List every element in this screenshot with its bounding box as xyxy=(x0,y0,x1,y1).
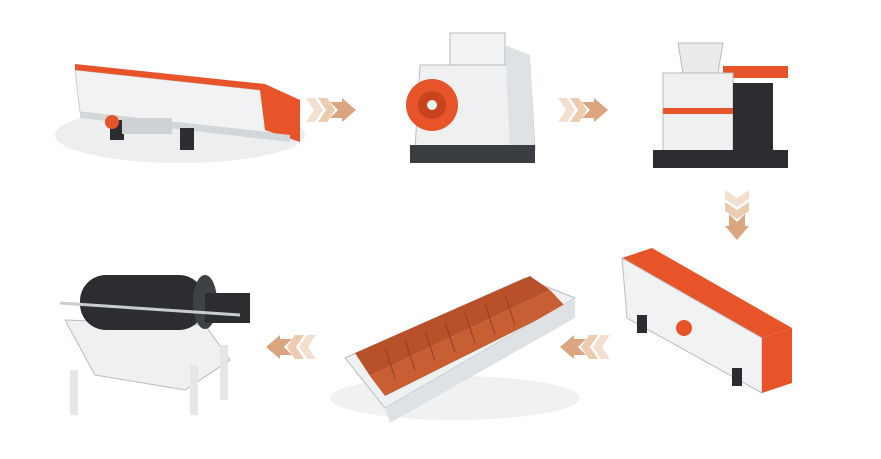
arrow-right-icon xyxy=(306,98,356,122)
jaw-crusher xyxy=(400,25,540,170)
vibrating-screen-icon xyxy=(621,248,792,394)
arrow-right-icon xyxy=(558,98,608,122)
spiral-sand-washer-icon xyxy=(330,276,580,423)
spiral-sand-washer xyxy=(325,258,585,428)
arrow-down-icon xyxy=(725,190,749,240)
sand-making-machine xyxy=(648,38,793,173)
arrow-left-icon xyxy=(266,335,316,359)
magnetic-separator-icon xyxy=(59,275,250,415)
sand-making-machine-icon xyxy=(653,42,788,168)
jaw-crusher-icon xyxy=(406,32,536,163)
vibrating-feeder-icon xyxy=(55,64,305,163)
vibrating-screen xyxy=(612,243,797,405)
flow-arrow-right xyxy=(558,98,608,122)
vibrating-feeder xyxy=(50,50,305,170)
flow-arrow-left xyxy=(266,335,316,359)
flow-arrow-down xyxy=(725,190,749,240)
flow-arrow-right xyxy=(306,98,356,122)
magnetic-separator xyxy=(55,265,260,420)
